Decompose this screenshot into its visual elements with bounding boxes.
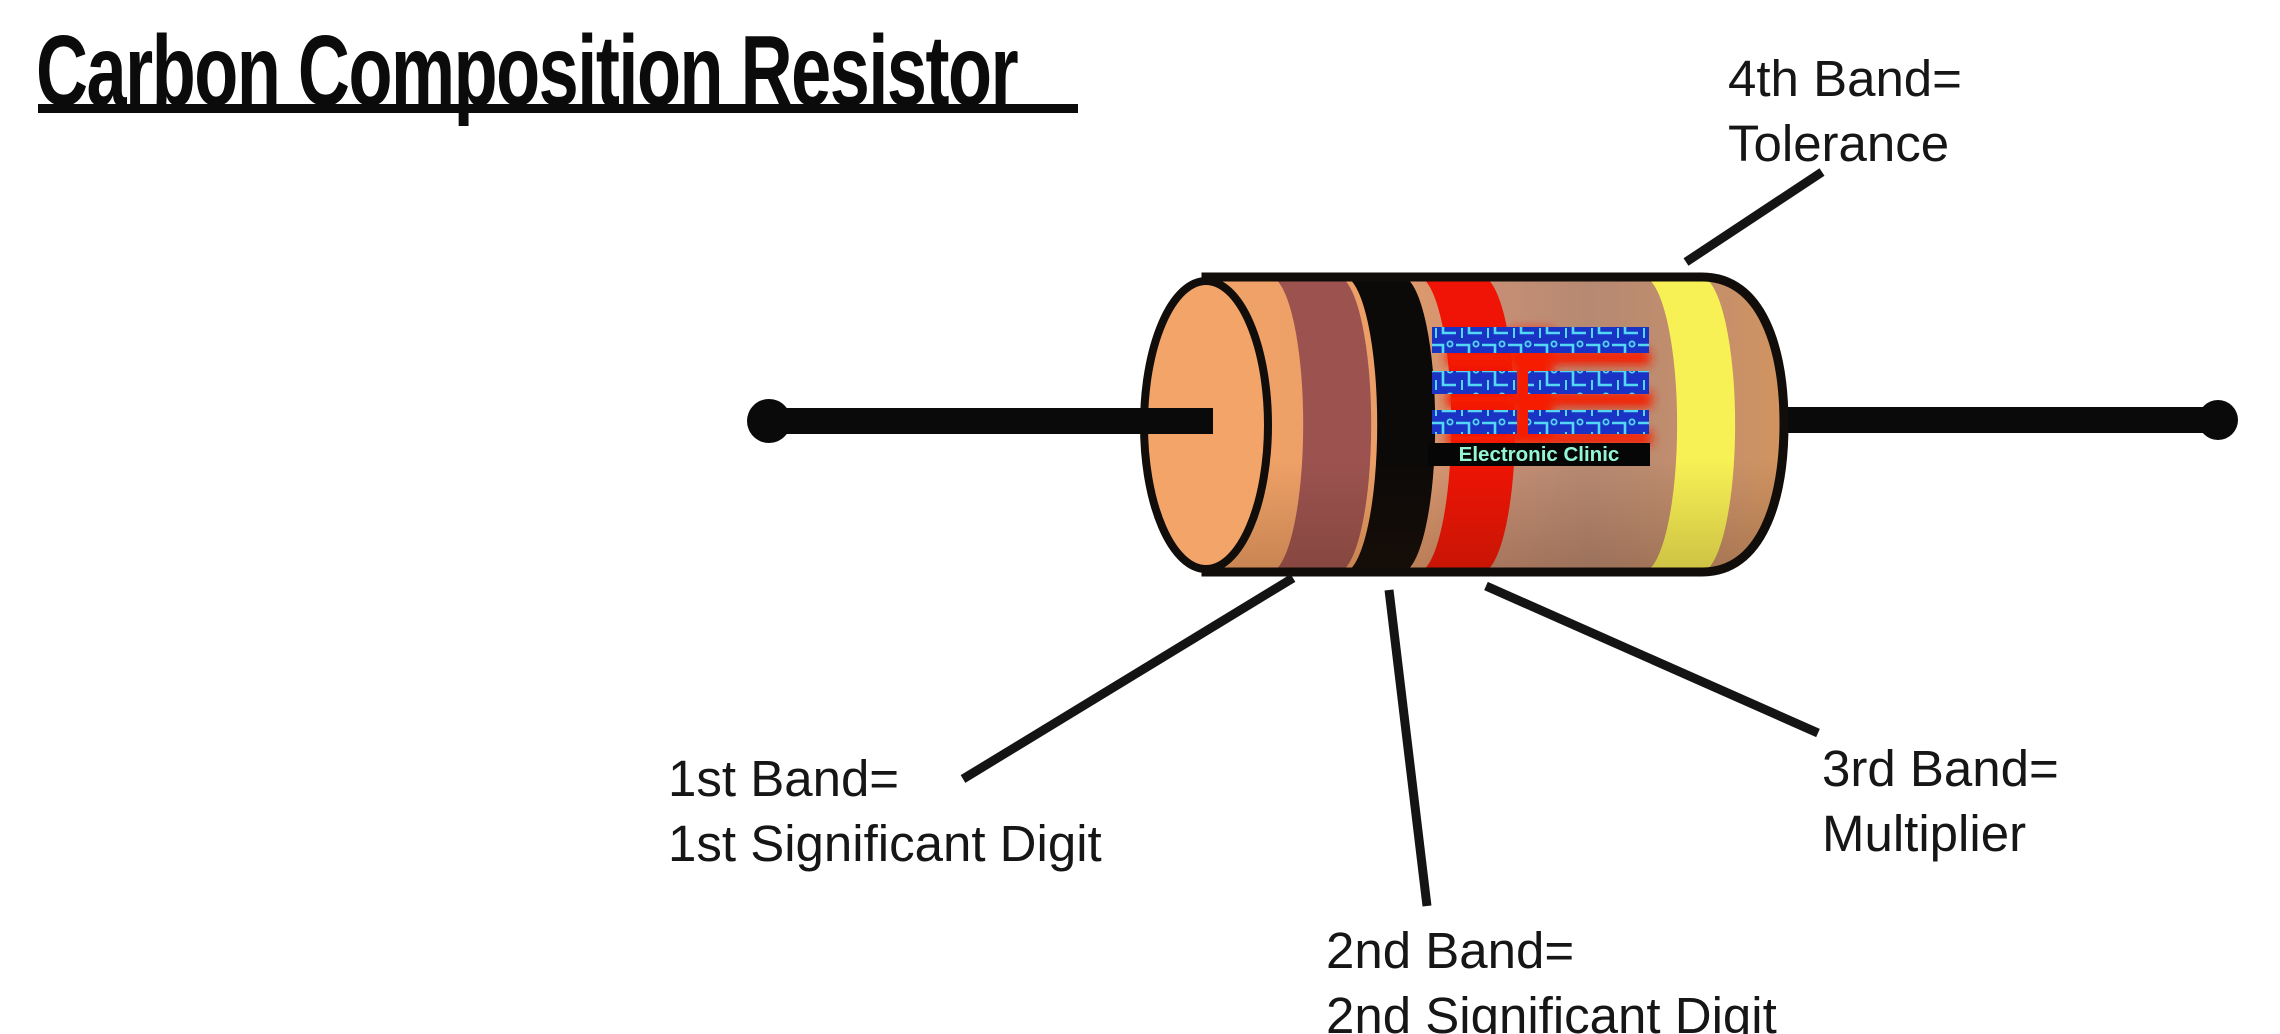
leader-line-band1 — [960, 574, 1296, 783]
title-underline — [38, 104, 1078, 113]
left-lead — [747, 399, 1213, 443]
logo-letter-e — [1432, 327, 1649, 434]
leader-line-band4 — [1683, 168, 1825, 266]
callout-band4-line2: Tolerance — [1728, 115, 1950, 172]
callout-band3-line1: 3rd Band= — [1822, 740, 2059, 797]
leader-line-band3 — [1484, 581, 1820, 738]
callout-band1: 1st Band= 1st Significant Digit — [668, 746, 1102, 876]
callout-band4: 4th Band= Tolerance — [1728, 46, 1962, 176]
left-lead-tip — [747, 399, 791, 443]
callout-band2-line2: 2nd Significant Digit — [1326, 987, 1777, 1034]
callout-band4-line1: 4th Band= — [1728, 50, 1962, 107]
logo-letter-c — [1528, 371, 1649, 434]
right-lead — [1770, 400, 2238, 440]
resistor-body-outline — [1201, 272, 1789, 577]
right-lead-tip — [2198, 400, 2238, 440]
callout-band1-line2: 1st Significant Digit — [668, 815, 1102, 872]
callout-band3: 3rd Band= Multiplier — [1822, 736, 2059, 866]
callout-band3-line2: Multiplier — [1822, 805, 2027, 862]
leader-line-band2 — [1384, 589, 1432, 907]
logo-caption-bar — [1428, 443, 1650, 466]
callout-band1-line1: 1st Band= — [668, 750, 900, 807]
callout-band2-line1: 2nd Band= — [1326, 922, 1575, 979]
callout-band2: 2nd Band= 2nd Significant Digit — [1326, 918, 1777, 1034]
logo-caption: Electronic Clinic — [1459, 443, 1620, 466]
electronic-clinic-logo: Electronic Clinic — [1428, 327, 1652, 466]
